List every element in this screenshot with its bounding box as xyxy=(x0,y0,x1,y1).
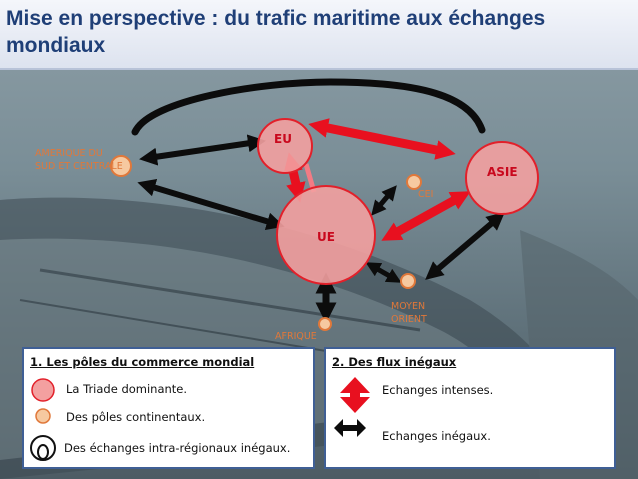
legend-poles: 1. Les pôles du commerce mondial La Tria… xyxy=(22,347,315,469)
legend-flows: 2. Des flux inégaux Echanges intenses. E… xyxy=(324,347,616,469)
legend-poles-heading: 1. Les pôles du commerce mondial xyxy=(30,355,254,369)
legend-intra-regional-text: Des échanges intra-régionaux inégaux. xyxy=(64,441,290,455)
title-bar: Mise en perspective : du trafic maritime… xyxy=(0,0,638,70)
pole-eu-label: EU xyxy=(274,132,292,146)
arrow-eu-asie xyxy=(318,126,446,152)
pole-moyen-orient-label: MOYEN ORIENT xyxy=(391,300,441,326)
arrow-amerique-eu xyxy=(148,142,257,158)
pole-ue-label: UE xyxy=(317,230,335,244)
continental-pole-legend-icon xyxy=(34,407,52,425)
pole-amerique-label: AMERIQUE DU SUD ET CENTRALE xyxy=(35,147,125,173)
page-title: Mise en perspective : du trafic maritime… xyxy=(6,5,606,59)
triade-legend-icon xyxy=(30,377,56,403)
pole-eu-circle xyxy=(258,119,312,173)
pole-cei-label: CEI xyxy=(418,188,433,201)
arrow-cei xyxy=(376,191,392,210)
pole-moyen-orient-circle xyxy=(401,274,415,288)
legend-continental-text: Des pôles continentaux. xyxy=(66,410,205,424)
intense-flow-legend-icon xyxy=(338,375,372,415)
legend-flows-heading: 2. Des flux inégaux xyxy=(332,355,456,369)
intra-regional-legend-icon xyxy=(29,433,57,463)
legend-triade-text: La Triade dominante. xyxy=(66,382,187,396)
arrow-asie-moyen-orient xyxy=(432,218,498,274)
unequal-flow-legend-icon xyxy=(332,417,368,439)
pole-afrique-circle xyxy=(319,318,331,330)
arrow-amerique-asie-arc xyxy=(135,82,482,132)
arrow-ue-asie xyxy=(390,196,462,236)
pole-cei-circle xyxy=(407,175,421,189)
legend-intense-text: Echanges intenses. xyxy=(382,383,493,397)
pole-afrique-label: AFRIQUE xyxy=(275,330,317,343)
legend-unequal-text: Echanges inégaux. xyxy=(382,429,491,443)
pole-asie-label: ASIE xyxy=(487,165,518,179)
